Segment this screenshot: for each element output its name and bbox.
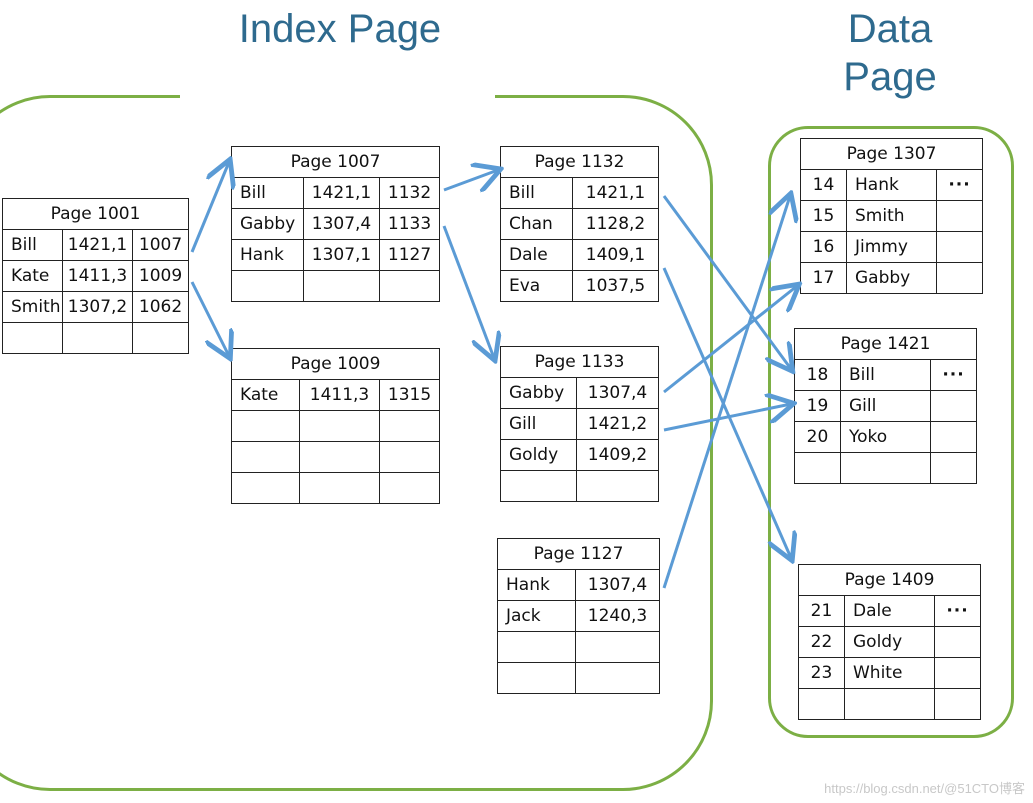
table-row — [231, 472, 441, 504]
data-page-heading-line1: Data — [847, 7, 933, 51]
arrow-1001-to-1007 — [190, 162, 229, 253]
page-title: Page 1001 — [1, 198, 190, 230]
arrow-1133-gill-to-1421 — [663, 404, 791, 432]
index-region-gap — [180, 93, 495, 99]
index-page-heading: Index Page — [238, 7, 442, 51]
data-region — [768, 126, 1014, 738]
arrow-1132-dale-to-1409 — [662, 267, 791, 558]
arrow-1007-to-1132 — [443, 170, 498, 190]
table-row — [2, 322, 190, 354]
page-title: Page 1007 — [230, 146, 441, 178]
page-title: Page 1132 — [499, 146, 660, 178]
table-row — [497, 662, 661, 694]
arrow-1001-to-1009 — [190, 281, 229, 356]
arrow-1007-to-1133 — [442, 225, 494, 358]
table-row — [794, 452, 978, 484]
arrow-1133-gabby-to-1307 — [663, 286, 797, 394]
arrow-1132-bill-to-1421 — [662, 195, 791, 369]
data-page-heading-line2: Page — [843, 55, 937, 99]
watermark: https://blog.csdn.net/@51CTO博客 — [824, 781, 1025, 796]
page-title: Page 1409 — [797, 564, 982, 596]
table-row — [231, 270, 441, 302]
table-row — [497, 631, 661, 663]
table-row — [798, 688, 982, 720]
page-title: Page 1009 — [230, 348, 441, 380]
arrow-1127-hank-to-1307 — [662, 196, 790, 589]
page-title: Page 1133 — [499, 346, 660, 378]
page-title: Page 1127 — [496, 538, 661, 570]
table-row — [500, 470, 660, 502]
